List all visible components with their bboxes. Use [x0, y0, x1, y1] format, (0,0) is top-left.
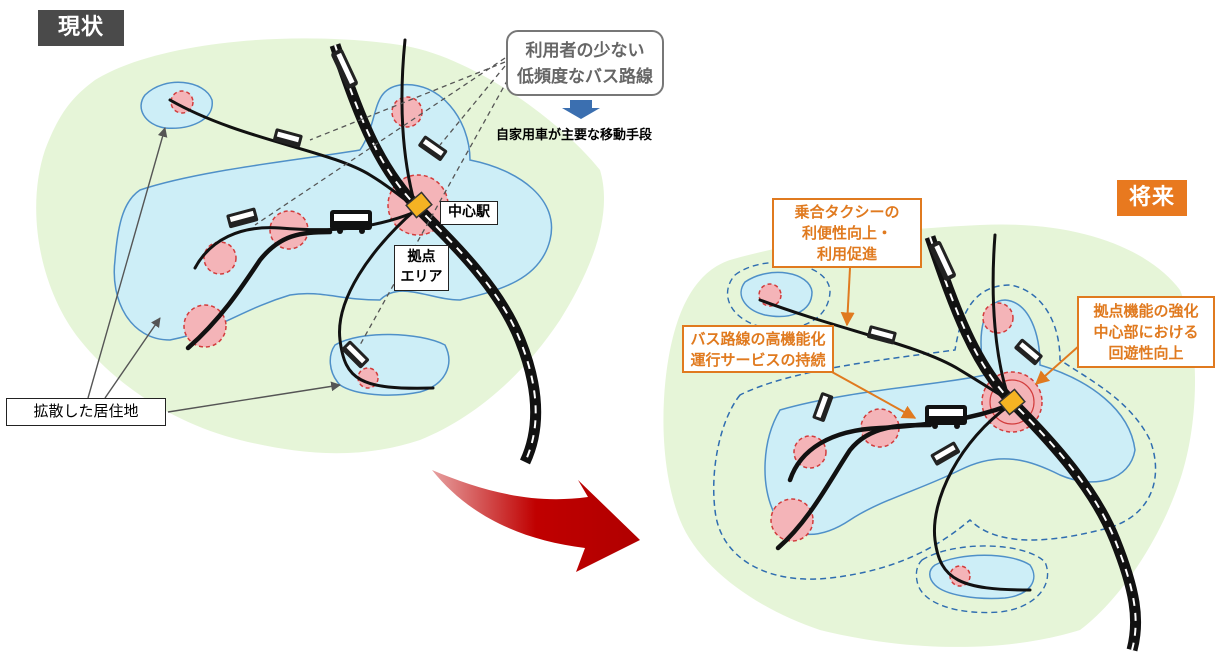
future-station-marker — [998, 388, 1026, 416]
bus-icon — [812, 392, 834, 422]
train-icon — [929, 240, 956, 281]
hub-callout-line-2: 中心部における — [1093, 323, 1199, 341]
hub-callout-line-3: 回遊性向上 — [1108, 344, 1184, 362]
hub-callout-line-1: 拠点機能の強化 — [1093, 302, 1199, 320]
shared-taxi-callout: 乗合タクシーの 利便性向上・ 利用促進 — [772, 198, 922, 268]
private-car-note: 自家用車が主要な移動手段 — [496, 128, 653, 143]
transition-arrow-icon — [432, 470, 640, 572]
node — [391, 96, 423, 128]
callout-arrows — [831, 267, 1081, 419]
future-island-s — [929, 554, 1035, 600]
current-station-marker — [405, 191, 433, 219]
future-bus-routes — [758, 233, 1032, 592]
bus-icon — [1014, 338, 1043, 366]
hub-line-1: 拠点 — [407, 249, 436, 265]
result-arrow-icon — [562, 100, 600, 119]
route — [932, 403, 1032, 592]
bus-callout-line-2: 運行サービスの持続 — [690, 351, 826, 369]
bus-route-callout: バス路線の高機能化 運行サービスの持続 — [682, 325, 834, 373]
hub-area-label: 拠点 エリア — [394, 245, 449, 291]
hub-ring — [989, 379, 1035, 425]
route — [193, 210, 417, 270]
bus-icon — [925, 405, 967, 429]
future-map — [663, 224, 1195, 652]
bus-callout-line-1: バス路線の高機能化 — [690, 330, 826, 348]
node — [770, 498, 814, 542]
node — [203, 241, 237, 275]
bubble-line-2: 低頻度なバス路線 — [517, 67, 653, 87]
current-railway-dash — [334, 44, 537, 463]
train-icon — [331, 48, 358, 89]
bus-icon — [226, 207, 259, 229]
current-tag: 現状 — [38, 10, 124, 46]
hub-function-callout: 拠点機能の強化 中心部における 回遊性向上 — [1077, 296, 1215, 368]
bus-icon — [418, 135, 448, 161]
dispersed-residence-label: 拡散した居住地 — [6, 398, 166, 426]
node — [982, 302, 1014, 334]
current-map — [36, 38, 605, 465]
bubble-line-1: 利用者の少ない — [525, 41, 645, 61]
bubble-pointer-lines — [254, 57, 513, 346]
bus-icon — [341, 340, 369, 369]
central-station-label: 中心駅 — [440, 201, 498, 225]
bus-icon — [330, 210, 372, 234]
future-tag: 将来 — [1117, 180, 1187, 216]
route — [185, 229, 333, 351]
node — [170, 90, 194, 114]
bus-icon — [867, 325, 897, 345]
taxi-line-3: 利用促進 — [816, 245, 877, 263]
node — [183, 304, 227, 348]
future-island-s-dashed — [915, 545, 1049, 614]
taxi-line-1: 乗合タクシーの — [794, 203, 900, 221]
low-frequency-bus-bubble: 利用者の少ない 低頻度なバス路線 — [506, 30, 664, 96]
route — [758, 298, 1014, 404]
route — [338, 208, 435, 390]
bus-icon — [273, 128, 303, 148]
taxi-line-2: 利便性向上・ — [801, 224, 892, 242]
future-railway-dash — [929, 236, 1137, 651]
dispersed-arrows — [87, 127, 341, 413]
route — [775, 422, 933, 551]
hub-line-2: エリア — [400, 269, 443, 285]
bus-icon — [930, 441, 961, 466]
route — [400, 38, 417, 207]
